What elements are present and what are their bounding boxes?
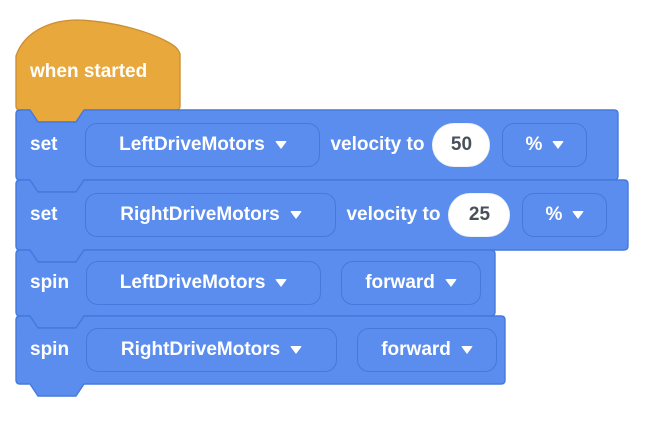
velocity-value-input[interactable]: 50: [432, 123, 491, 167]
chevron-down-icon: [275, 279, 288, 287]
right-motor-dropdown[interactable]: RightDriveMotors: [86, 328, 338, 372]
keyword-label: set: [30, 134, 58, 155]
chevron-down-icon: [552, 141, 565, 149]
dropdown-value: RightDriveMotors: [120, 339, 281, 360]
unit-dropdown[interactable]: %: [522, 193, 608, 237]
right-motor-dropdown[interactable]: RightDriveMotors: [85, 193, 337, 237]
spin-left-block[interactable]: spin LeftDriveMotors forward: [15, 249, 496, 329]
dropdown-value: %: [525, 134, 543, 155]
keyword-label: spin: [30, 339, 70, 360]
velocity-to-label: velocity to: [346, 204, 441, 225]
chevron-down-icon: [572, 211, 585, 219]
direction-dropdown[interactable]: forward: [357, 328, 498, 372]
chevron-down-icon: [274, 141, 287, 149]
unit-dropdown[interactable]: %: [502, 123, 588, 167]
spin-right-block[interactable]: spin RightDriveMotors forward: [15, 315, 506, 397]
left-motor-dropdown[interactable]: LeftDriveMotors: [86, 261, 322, 305]
chevron-down-icon: [289, 211, 302, 219]
dropdown-value: forward: [381, 339, 451, 360]
left-motor-dropdown[interactable]: LeftDriveMotors: [85, 123, 321, 167]
keyword-label: set: [30, 204, 58, 225]
dropdown-value: LeftDriveMotors: [119, 272, 266, 293]
chevron-down-icon: [444, 279, 457, 287]
when-started-hat-block[interactable]: when started: [15, 19, 181, 123]
dropdown-value: %: [545, 204, 563, 225]
dropdown-value: forward: [365, 272, 435, 293]
chevron-down-icon: [460, 346, 473, 354]
hat-label: when started: [30, 61, 148, 82]
keyword-label: spin: [30, 272, 70, 293]
velocity-value: 25: [468, 204, 491, 225]
velocity-to-label: velocity to: [330, 134, 425, 155]
velocity-value-input[interactable]: 25: [448, 193, 511, 237]
set-right-velocity-block[interactable]: set RightDriveMotors velocity to 25 %: [15, 179, 629, 263]
direction-dropdown[interactable]: forward: [341, 261, 482, 305]
dropdown-value: LeftDriveMotors: [119, 134, 265, 155]
dropdown-value: RightDriveMotors: [120, 204, 280, 225]
velocity-value: 50: [450, 134, 473, 155]
set-left-velocity-block[interactable]: set LeftDriveMotors velocity to 50 %: [15, 109, 619, 193]
chevron-down-icon: [290, 346, 303, 354]
